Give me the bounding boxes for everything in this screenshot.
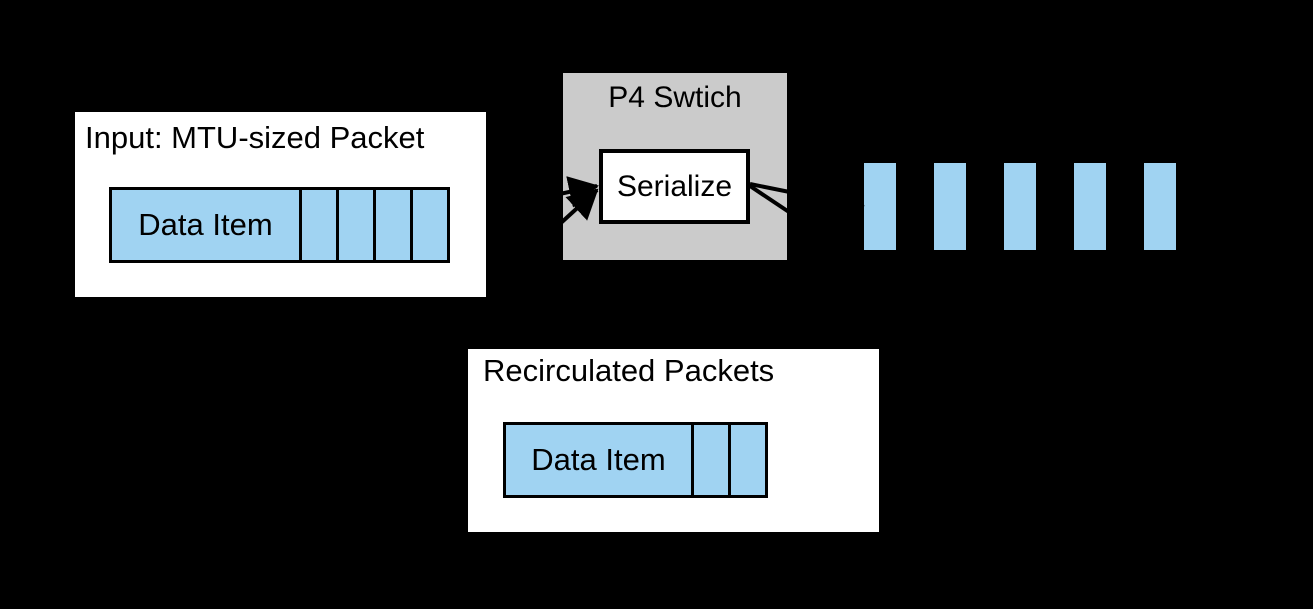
output-packet-bar xyxy=(1074,163,1106,250)
empty-segment xyxy=(691,425,728,495)
input-empty-segments xyxy=(299,190,447,260)
data-item-cell: Data Item xyxy=(112,190,299,260)
input-packet-box: Input: MTU-sized Packet Data Item xyxy=(75,112,486,297)
output-packet-bar xyxy=(864,163,896,250)
data-item-cell: Data Item xyxy=(506,425,691,495)
output-packet-bars xyxy=(864,163,1176,250)
recirculated-packets-box: Recirculated Packets Data Item xyxy=(468,349,879,532)
output-packet-bar xyxy=(934,163,966,250)
output-packet-bar xyxy=(1004,163,1036,250)
recirculated-empty-segments xyxy=(691,425,765,495)
empty-segment xyxy=(410,190,447,260)
serialize-box: Serialize xyxy=(599,149,750,224)
p4-switch-box: P4 Swtich Serialize xyxy=(563,73,787,260)
empty-segment xyxy=(373,190,410,260)
serialize-label: Serialize xyxy=(616,169,733,203)
input-packet-bar: Data Item xyxy=(109,187,450,263)
data-item-label: Data Item xyxy=(531,442,666,477)
input-packet-title: Input: MTU-sized Packet xyxy=(85,120,425,155)
p4-switch-title: P4 Swtich xyxy=(608,81,742,114)
empty-segment xyxy=(299,190,336,260)
recirculated-packets-title: Recirculated Packets xyxy=(483,353,775,388)
empty-segment xyxy=(336,190,373,260)
data-item-label: Data Item xyxy=(138,207,273,242)
recirculated-packet-bar: Data Item xyxy=(503,422,768,498)
output-packet-bar xyxy=(1144,163,1176,250)
empty-segment xyxy=(728,425,765,495)
